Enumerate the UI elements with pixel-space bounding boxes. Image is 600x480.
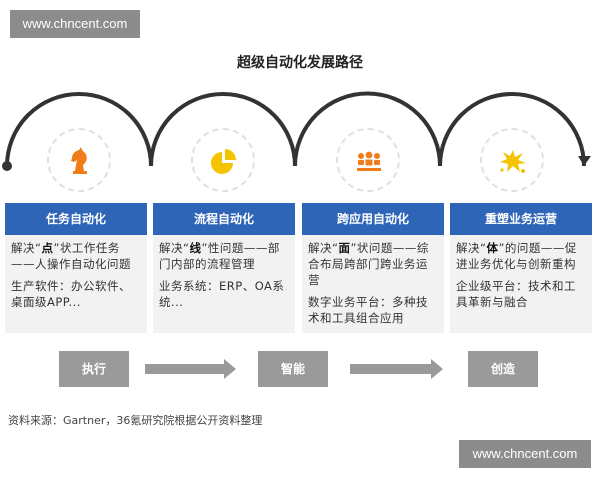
stage-arrow-2	[350, 359, 443, 379]
icon-circle-reshape	[480, 128, 544, 192]
card-examples: 数字业务平台：多种技术和工具组合应用	[308, 295, 428, 325]
card-examples: 企业级平台：技术和工具革新与融合	[456, 279, 576, 309]
chess-knight-icon	[71, 147, 87, 174]
card-examples: 业务系统：ERP、OA系统...	[159, 279, 285, 309]
card-description: 解决“面”状问题——综合布局跨部门跨业务运营	[308, 241, 429, 287]
watermark-top: www.chncent.com	[10, 10, 140, 38]
card-task-automation: 任务自动化 解决“点”状工作任务——人操作自动化问题 生产软件：办公软件、桌面级…	[5, 203, 147, 333]
stage-arrow-1	[145, 359, 236, 379]
pie-chart-icon	[211, 149, 236, 174]
card-header: 跨应用自动化	[302, 203, 444, 235]
card-examples: 生产软件：办公软件、桌面级APP...	[11, 279, 131, 309]
icon-circle-cross-app	[336, 128, 400, 192]
splash-icon	[500, 150, 526, 173]
arc-path	[5, 91, 586, 167]
card-description: 解决“体”的问题——促进业务优化与创新重构	[456, 241, 577, 271]
icon-circle-process	[191, 128, 255, 192]
card-header: 重塑业务运营	[450, 203, 592, 235]
watermark-bottom: www.chncent.com	[459, 440, 591, 468]
card-header: 流程自动化	[153, 203, 295, 235]
team-icon	[357, 151, 381, 171]
diagram-title: 超级自动化发展路径	[237, 55, 363, 71]
card-cross-app-automation: 跨应用自动化 解决“面”状问题——综合布局跨部门跨业务运营 数字业务平台：多种技…	[302, 203, 444, 333]
card-reshape-operations: 重塑业务运营 解决“体”的问题——促进业务优化与创新重构 企业级平台：技术和工具…	[450, 203, 592, 333]
card-description: 解决“线”性问题——部门内部的流程管理	[159, 241, 280, 271]
stage-intelligence: 智能	[258, 351, 328, 387]
source-note: 资料来源：Gartner，36氪研究院根据公开资料整理	[8, 414, 263, 427]
card-description: 解决“点”状工作任务——人操作自动化问题	[11, 241, 131, 271]
card-header: 任务自动化	[5, 203, 147, 235]
stage-create: 创造	[468, 351, 538, 387]
stage-execute: 执行	[59, 351, 129, 387]
start-dot	[2, 161, 12, 171]
card-process-automation: 流程自动化 解决“线”性问题——部门内部的流程管理 业务系统：ERP、OA系统.…	[153, 203, 295, 333]
end-arrowhead	[578, 156, 591, 166]
icon-circle-task	[47, 128, 111, 192]
